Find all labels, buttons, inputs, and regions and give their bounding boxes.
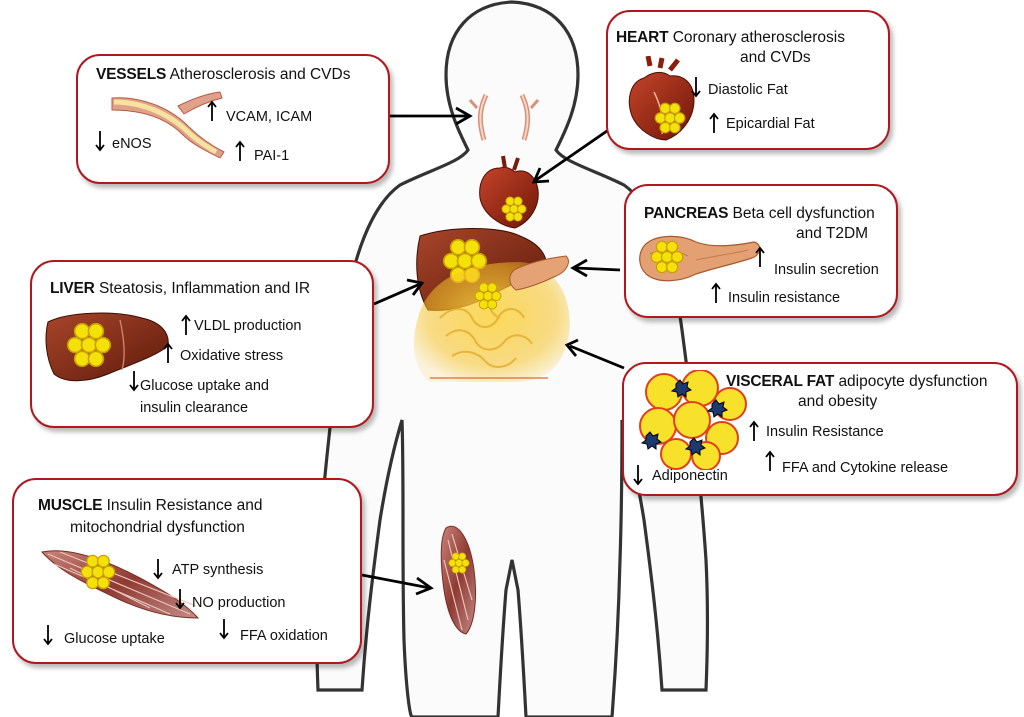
pancreas-effect-secretion: Insulin secretion <box>774 262 879 278</box>
heart-description-line2: and CVDs <box>740 49 811 66</box>
liver-effect-glucose-line1: Glucose uptake and <box>140 378 269 394</box>
heart-icon <box>628 56 695 141</box>
muscle-effect-ffa: FFA oxidation <box>240 628 328 644</box>
vessels-panel: VESSELS Atherosclerosis and CVDs VCAM, I… <box>76 54 390 184</box>
heart-panel: HEART Coronary atherosclerosis and CVDs … <box>606 10 890 150</box>
vessels-effect-enos: eNOS <box>112 136 152 152</box>
visceral-heading: VISCERAL FAT adipocyte dysfunction <box>726 372 988 391</box>
muscle-title: MUSCLE <box>38 497 103 514</box>
body-heart-icon <box>479 155 539 229</box>
pancreas-description-line2: and T2DM <box>796 225 869 242</box>
vessels-heading: VESSELS Atherosclerosis and CVDs <box>96 65 350 84</box>
visceral-fat-panel: VISCERAL FAT adipocyte dysfunction and o… <box>622 362 1018 496</box>
visceral-description-line1: adipocyte dysfunction <box>838 373 988 390</box>
liver-heading: LIVER Steatosis, Inflammation and IR <box>50 279 310 298</box>
pancreas-description-line1: Beta cell dysfunction <box>732 205 875 222</box>
visceral-effect-ffa: FFA and Cytokine release <box>782 460 949 476</box>
pancreas-secretion-up-arrow-icon <box>755 246 765 267</box>
muscle-effect-atp: ATP synthesis <box>172 562 264 578</box>
pancreas-icon <box>639 235 761 282</box>
visceral-effect-insulin: Insulin Resistance <box>766 424 884 440</box>
muscle-description-line1: Insulin Resistance and <box>106 497 263 514</box>
liver-title: LIVER <box>50 280 95 297</box>
muscle-icon <box>41 550 200 619</box>
visceral-ffa-up-arrow-icon <box>765 450 775 471</box>
liver-description: Steatosis, Inflammation and IR <box>98 280 311 297</box>
body-pancreas-icon <box>509 255 569 291</box>
muscle-panel: MUSCLE Insulin Resistance and mitochondr… <box>12 478 362 664</box>
body-muscle-icon <box>440 525 477 635</box>
liver-icon <box>45 312 169 382</box>
liver-effect-oxidative: Oxidative stress <box>180 348 284 364</box>
body-intestine-icon <box>414 262 570 382</box>
liver-glucose-down-arrow-icon <box>129 371 139 392</box>
vessels-vcam-up-arrow-icon <box>207 100 217 121</box>
adipocyte-icon <box>639 370 747 470</box>
visceral-title: VISCERAL FAT <box>726 373 835 390</box>
pancreas-panel: PANCREAS Beta cell dysfunction and T2DM … <box>624 184 898 318</box>
heart-heading: HEART Coronary atherosclerosis <box>616 28 845 47</box>
muscle-effect-glucose: Glucose uptake <box>64 631 165 647</box>
visceral-adiponectin-down-arrow-icon <box>633 465 643 486</box>
visceral-description-line2: and obesity <box>798 393 878 410</box>
artery-icon <box>111 91 225 158</box>
muscle-atp-down-arrow-icon <box>153 559 163 580</box>
liver-effect-vldl: VLDL production <box>194 318 302 334</box>
visceral-insulin-up-arrow-icon <box>749 420 759 441</box>
visceral-effect-adiponectin: Adiponectin <box>652 468 728 484</box>
heart-diastolic-down-arrow-icon <box>691 77 701 98</box>
vessels-description: Atherosclerosis and CVDs <box>169 66 351 83</box>
liver-effect-glucose-line2: insulin clearance <box>140 400 249 416</box>
heart-epicardial-up-arrow-icon <box>709 112 719 133</box>
heart-title: HEART <box>616 29 669 46</box>
heart-description-line1: Coronary atherosclerosis <box>672 29 845 46</box>
pancreas-heading: PANCREAS Beta cell dysfunction <box>644 204 875 223</box>
pancreas-title: PANCREAS <box>644 205 729 222</box>
vessels-pai-up-arrow-icon <box>235 140 245 161</box>
muscle-ffa-down-arrow-icon <box>219 619 229 640</box>
vessels-enos-down-arrow-icon <box>95 131 105 152</box>
vessels-title: VESSELS <box>96 66 167 83</box>
vessels-effect-pai: PAI-1 <box>254 148 290 164</box>
heart-effect-diastolic: Diastolic Fat <box>708 82 788 98</box>
muscle-effect-no: NO production <box>192 595 286 611</box>
heart-effect-epicardial: Epicardial Fat <box>726 116 815 132</box>
muscle-description-line2: mitochondrial dysfunction <box>70 519 245 536</box>
liver-panel: LIVER Steatosis, Inflammation and IR VLD… <box>30 260 374 428</box>
vessels-effect-vcam: VCAM, ICAM <box>226 109 313 125</box>
liver-oxidative-up-arrow-icon <box>163 342 173 363</box>
muscle-heading: MUSCLE Insulin Resistance and <box>38 496 263 515</box>
liver-vldl-up-arrow-icon <box>181 314 191 335</box>
pancreas-effect-resistance: Insulin resistance <box>728 290 841 306</box>
muscle-no-down-arrow-icon <box>175 589 185 610</box>
muscle-glucose-down-arrow-icon <box>43 625 53 646</box>
pancreas-resistance-up-arrow-icon <box>711 282 721 303</box>
neck-artery-icon <box>468 93 540 141</box>
